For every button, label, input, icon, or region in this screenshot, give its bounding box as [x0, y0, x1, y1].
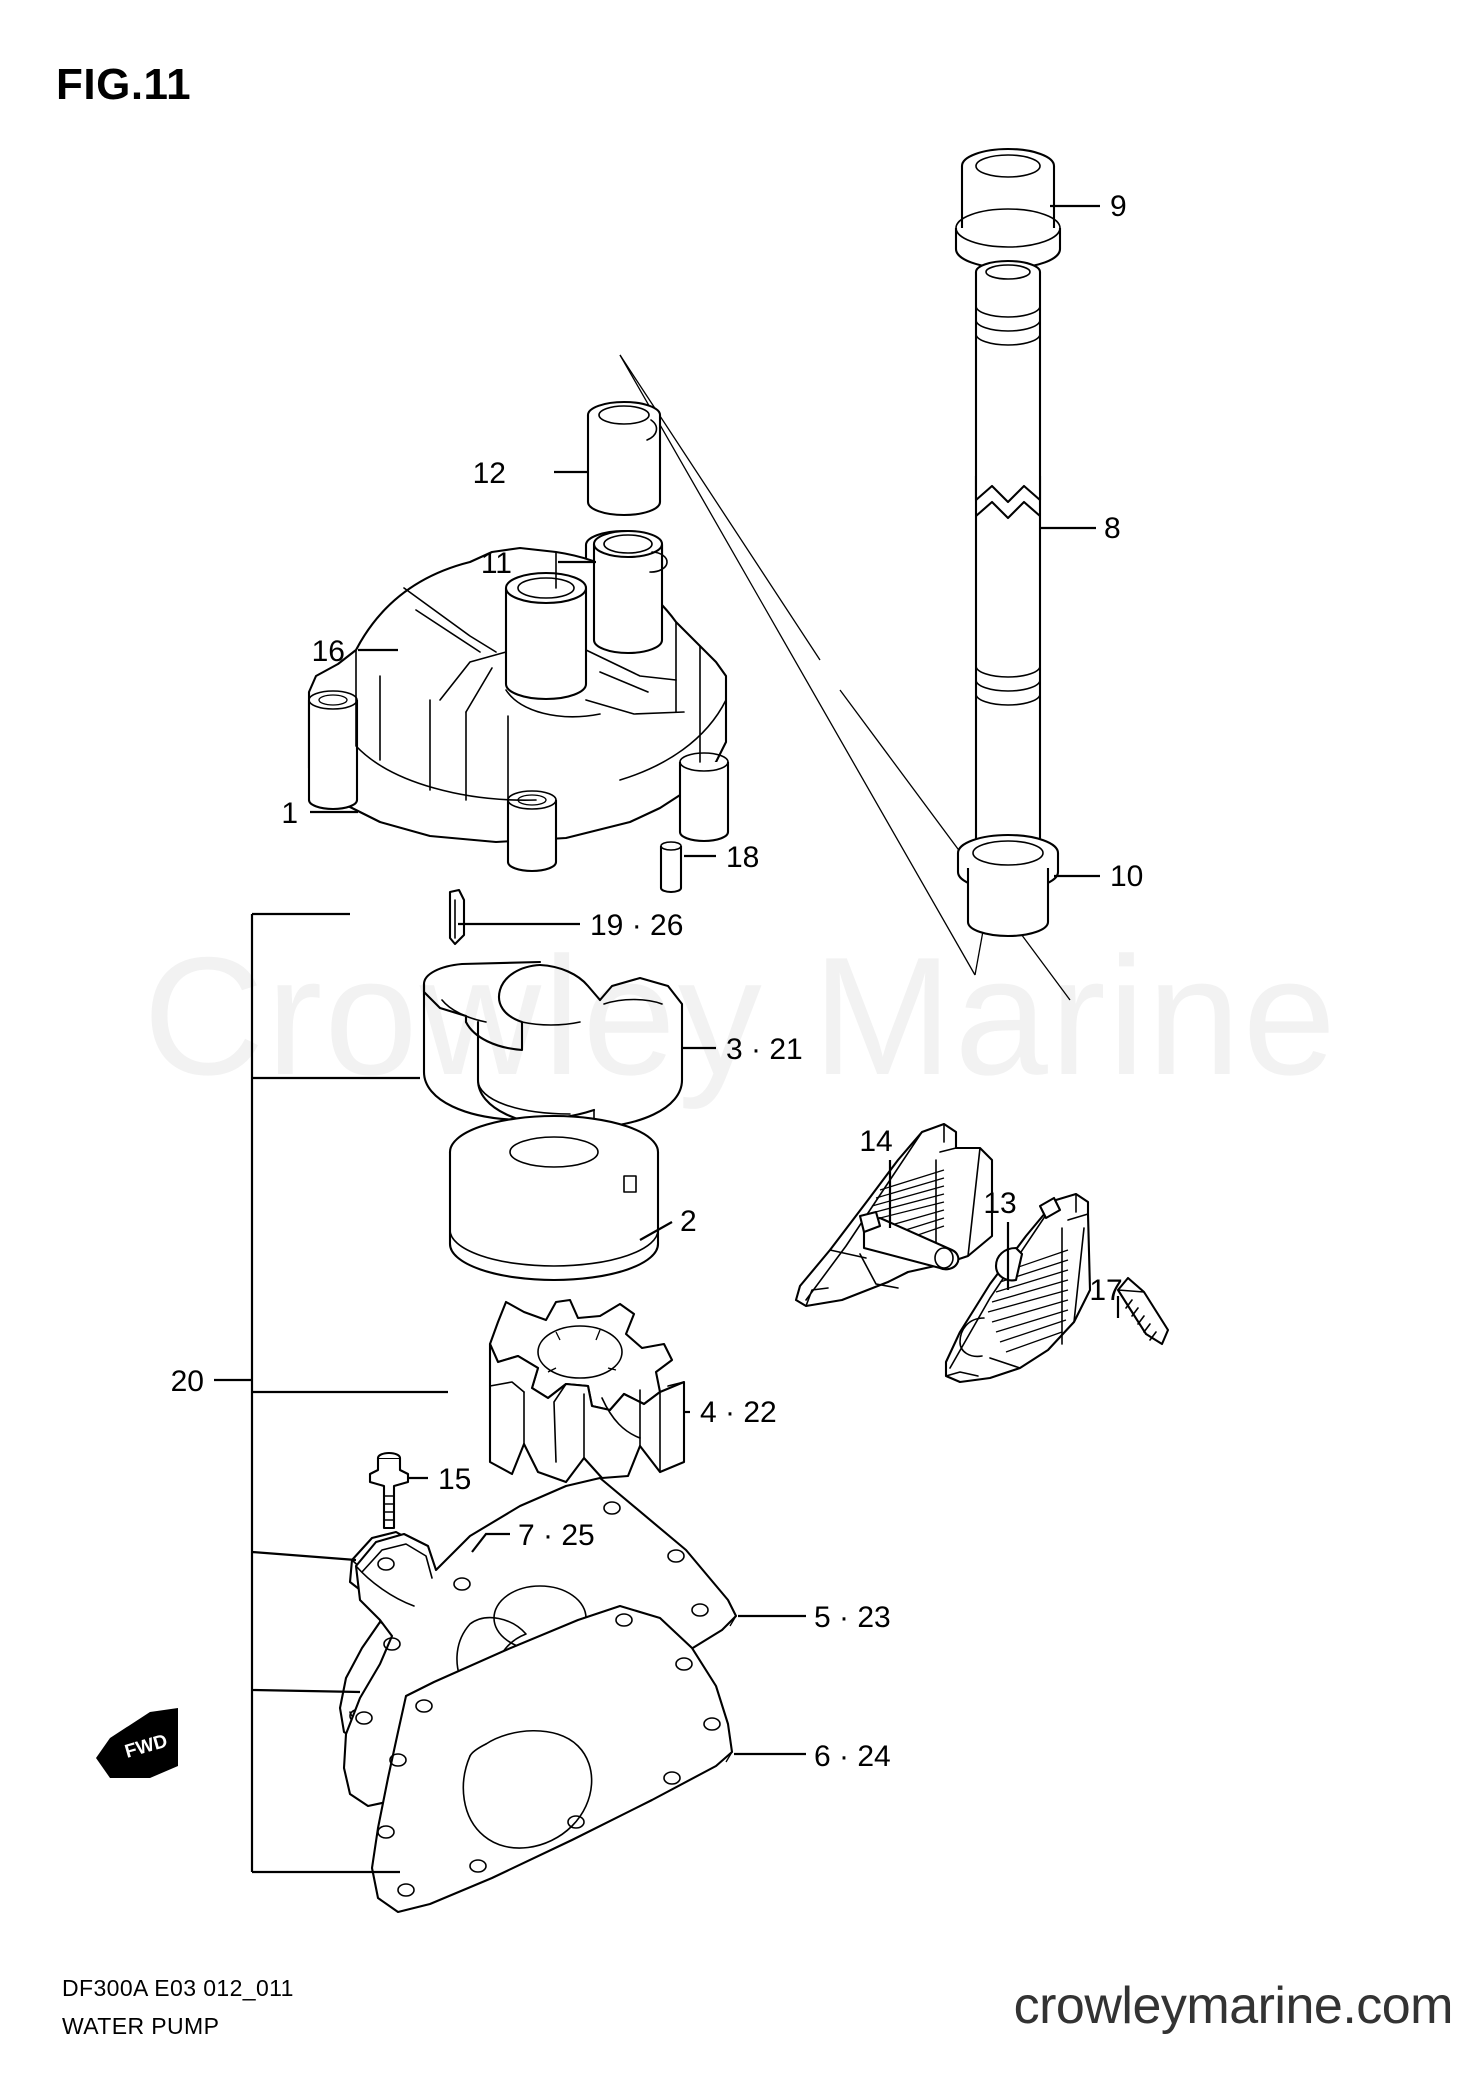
callout-label-12: 12 — [473, 457, 506, 490]
assembly-name: WATER PUMP — [62, 2013, 220, 2039]
callout-label-8: 8 — [1104, 512, 1121, 545]
part-1-water-pump-case — [309, 531, 728, 871]
callout-label-3-21: 3 · 21 — [726, 1033, 803, 1066]
callout-label-17: 17 — [1089, 1274, 1122, 1307]
part-6-24-gasket-lower — [372, 1606, 732, 1912]
part-9-grommet-upper — [956, 149, 1060, 268]
callout-label-19-26: 19 · 26 — [590, 909, 683, 942]
callout-label-7-25: 7 · 25 — [518, 1519, 595, 1552]
part-18-dowel-pin — [661, 842, 681, 892]
part-2-pump-case-liner — [450, 1116, 658, 1280]
model-code: DF300A E03 012_011 — [62, 1975, 294, 2001]
callout-label-16: 16 — [312, 635, 345, 668]
part-8-water-tube — [976, 261, 1040, 851]
callout-labels: 9 8 10 12 11 16 1 18 19 · 26 3 · 21 2 14… — [171, 190, 1144, 1773]
callout-label-14: 14 — [859, 1125, 892, 1158]
callout-label-6-24: 6 · 24 — [814, 1740, 891, 1773]
callout-label-4-22: 4 · 22 — [700, 1396, 777, 1429]
part-12-sleeve — [588, 402, 660, 515]
figure-number: FIG.11 — [56, 60, 192, 109]
callout-label-10: 10 — [1110, 860, 1143, 893]
callout-label-9: 9 — [1110, 190, 1127, 223]
part-10-grommet-lower — [958, 835, 1058, 936]
part-15-bolt — [370, 1453, 408, 1528]
part-14-water-inlet-grille-left — [796, 1124, 992, 1306]
callout-leader-lines — [310, 206, 1118, 1754]
part-17-grille-screw — [1118, 1278, 1168, 1344]
callout-label-20: 20 — [171, 1365, 204, 1398]
callout-label-15: 15 — [438, 1463, 471, 1496]
part-19-26-impeller-key — [450, 890, 464, 944]
callout-label-1: 1 — [281, 797, 298, 830]
callout-label-5-23: 5 · 23 — [814, 1601, 891, 1634]
callout-label-18: 18 — [726, 841, 759, 874]
kit-bracket-20 — [214, 914, 448, 1872]
part-3-21-liner-seal — [424, 962, 682, 1128]
callout-label-13: 13 — [983, 1187, 1016, 1220]
brand-logo-text[interactable]: crowleymarine.com — [1013, 1977, 1454, 2035]
callout-label-11: 11 — [481, 547, 512, 580]
fwd-arrow-icon: FWD — [96, 1708, 178, 1778]
callout-label-2: 2 — [680, 1205, 697, 1238]
part-4-22-impeller — [490, 1300, 684, 1482]
